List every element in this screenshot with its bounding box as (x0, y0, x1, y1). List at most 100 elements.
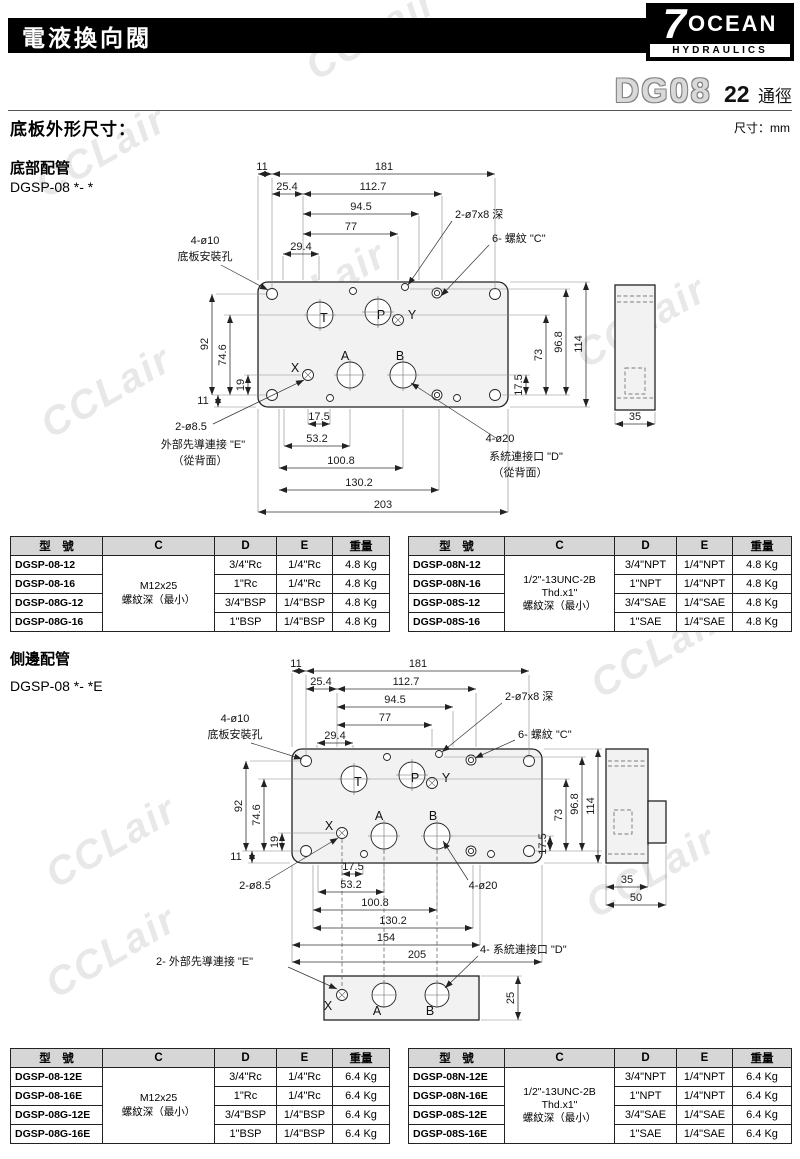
table-row: DGSP-08-12E M12x25 螺紋深（最小） 3/4"Rc 1/4"Rc… (10, 1067, 390, 1144)
series-line: DG08 22 通徑 (615, 72, 792, 111)
thread-line: 螺紋深（最小） (522, 1112, 597, 1125)
cell-weight: 4.8 Kg (332, 555, 390, 575)
cell-thread-c: M12x25 螺紋深（最小） (102, 555, 215, 632)
port-a-label: A (341, 349, 350, 363)
dim-112-7: 112.7 (360, 181, 387, 193)
dimension-lines (209, 171, 655, 515)
dim-77: 77 (345, 221, 357, 233)
dim-96-8: 96.8 (569, 793, 581, 814)
dim-181: 181 (375, 161, 393, 173)
thread-line: 螺紋深（最小） (522, 600, 597, 613)
callout-mounting-holes: 4-ø10 (221, 713, 250, 725)
port-p-label: P (411, 771, 419, 785)
thread-line: Thd.x1" (541, 1098, 578, 1111)
col-weight: 重量 (732, 1048, 792, 1068)
dimension-labels: 11 181 25.4 112.7 94.5 77 29.4 92 74.6 1… (230, 658, 642, 1004)
cell-d: 3/4"Rc (214, 1067, 277, 1087)
cell-e: 1/4"NPT (676, 1067, 733, 1087)
table-side-inch: 型 號 C D E 重量 DGSP-08N-12E 1/2"-13UNC-2B … (408, 1048, 792, 1144)
header-row: 型 號 C D E 重量 (408, 1048, 792, 1068)
cell-d: 3/4"Rc (214, 555, 277, 575)
table-row: DGSP-08-16E 1"Rc 1/4"Rc 6.4 Kg (10, 1086, 390, 1106)
cell-model: DGSP-08S-16E (408, 1124, 505, 1144)
drawing-side-piping: T P Y X A B X A B (156, 658, 667, 1021)
cell-model: DGSP-08-16E (10, 1086, 103, 1106)
dim-35: 35 (621, 874, 633, 886)
cell-model: DGSP-08S-16 (408, 612, 505, 632)
col-d: D (214, 536, 277, 556)
header-row: 型 號 C D E 重量 (10, 536, 390, 556)
cell-model: DGSP-08-16 (10, 574, 103, 594)
table-bottom-metric: 型 號 C D E 重量 DGSP-08-12 M12x25 螺紋深（最小） 3… (10, 536, 390, 632)
bore-size: 22 (723, 81, 750, 107)
dim-17-5-bottom: 17.5 (308, 411, 329, 423)
bottom-view-ports: X A B (324, 982, 450, 1018)
port-a-label: A (375, 809, 384, 823)
cell-e: 1/4"Rc (276, 574, 333, 594)
dim-35: 35 (629, 411, 641, 423)
table-row: DGSP-08N-12E 1/2"-13UNC-2B Thd.x1" 螺紋深（最… (408, 1067, 792, 1144)
cell-model: DGSP-08N-12 (408, 555, 505, 575)
table-row: DGSP-08-12 M12x25 螺紋深（最小） 3/4"Rc 1/4"Rc … (10, 555, 390, 632)
dim-77: 77 (379, 712, 391, 724)
logo-subtitle: HYDRAULICS (650, 44, 790, 57)
cell-weight: 6.4 Kg (332, 1067, 390, 1087)
side-view-hidden-lines (608, 760, 646, 855)
cell-model: DGSP-08G-12 (10, 593, 103, 613)
cell-model: DGSP-08G-12E (10, 1105, 103, 1125)
page-title: 電液換向閥 (22, 24, 152, 51)
col-c: C (102, 536, 215, 556)
port-x-label: X (324, 999, 333, 1013)
thread-line: 螺紋深（最小） (121, 1105, 196, 1118)
dim-181: 181 (409, 658, 427, 670)
cell-thread-c: 1/2"-13UNC-2B Thd.x1" 螺紋深（最小） (504, 555, 615, 632)
brand-logo-top: 7 OCEAN (646, 0, 794, 47)
cell-e: 1/4"SAE (676, 612, 733, 632)
cell-weight: 4.8 Kg (732, 612, 792, 632)
cell-e: 1/4"NPT (676, 1086, 733, 1106)
dim-17-5-right: 17.5 (513, 374, 525, 395)
dim-130-2: 130.2 (345, 477, 373, 489)
cell-weight: 6.4 Kg (332, 1105, 390, 1125)
dim-203: 203 (374, 499, 392, 511)
subsection-side-piping: 側邊配管 (10, 651, 71, 668)
dim-114: 114 (573, 335, 585, 353)
callout-mounting-holes-label: 底板安裝孔 (208, 727, 263, 741)
thread-line: 螺紋深（最小） (121, 593, 196, 606)
table-row: DGSP-08S-16E 1"SAE 1/4"SAE 6.4 Kg (408, 1124, 792, 1144)
dim-19: 19 (269, 836, 281, 848)
callout-system-holes: 4-ø20 (486, 433, 515, 445)
dim-114: 114 (585, 797, 597, 815)
dim-25: 25 (505, 992, 517, 1004)
cell-weight: 4.8 Kg (332, 612, 390, 632)
callout-system-side: 4- 系統連接口 "D" (480, 942, 567, 956)
cell-e: 1/4"SAE (676, 593, 733, 613)
col-model: 型 號 (10, 536, 103, 556)
dim-11-top: 11 (290, 658, 301, 670)
side-view-hidden-lines (617, 295, 653, 399)
dim-130-2: 130.2 (379, 915, 407, 927)
logo-seven: 7 (662, 0, 686, 47)
callout-system-backside: （從背面） (493, 465, 548, 479)
table-row: DGSP-08G-12E 3/4"BSP 1/4"BSP 6.4 Kg (10, 1105, 390, 1125)
callout-pilot-label: 外部先導連接 "E" (161, 437, 245, 451)
dim-53-2: 53.2 (306, 433, 327, 445)
dim-94-5: 94.5 (350, 201, 371, 213)
dim-74-6: 74.6 (251, 804, 263, 825)
dim-100-8: 100.8 (327, 455, 355, 467)
callout-pilot-holes: 2-ø8.5 (239, 880, 271, 892)
unit-note: 尺寸：mm (734, 121, 790, 135)
header-rule (8, 110, 792, 111)
cell-model: DGSP-08N-12E (408, 1067, 505, 1087)
dim-205: 205 (408, 949, 426, 961)
col-c: C (504, 1048, 615, 1068)
col-weight: 重量 (732, 536, 792, 556)
dim-17-5-bottom: 17.5 (342, 861, 363, 873)
dim-50: 50 (630, 892, 642, 904)
dim-53-2: 53.2 (340, 879, 361, 891)
callout-system-holes: 4-ø20 (469, 880, 498, 892)
cell-e: 1/4"BSP (276, 593, 333, 613)
cell-e: 1/4"BSP (276, 1105, 333, 1125)
port-a-label: A (373, 1004, 382, 1018)
